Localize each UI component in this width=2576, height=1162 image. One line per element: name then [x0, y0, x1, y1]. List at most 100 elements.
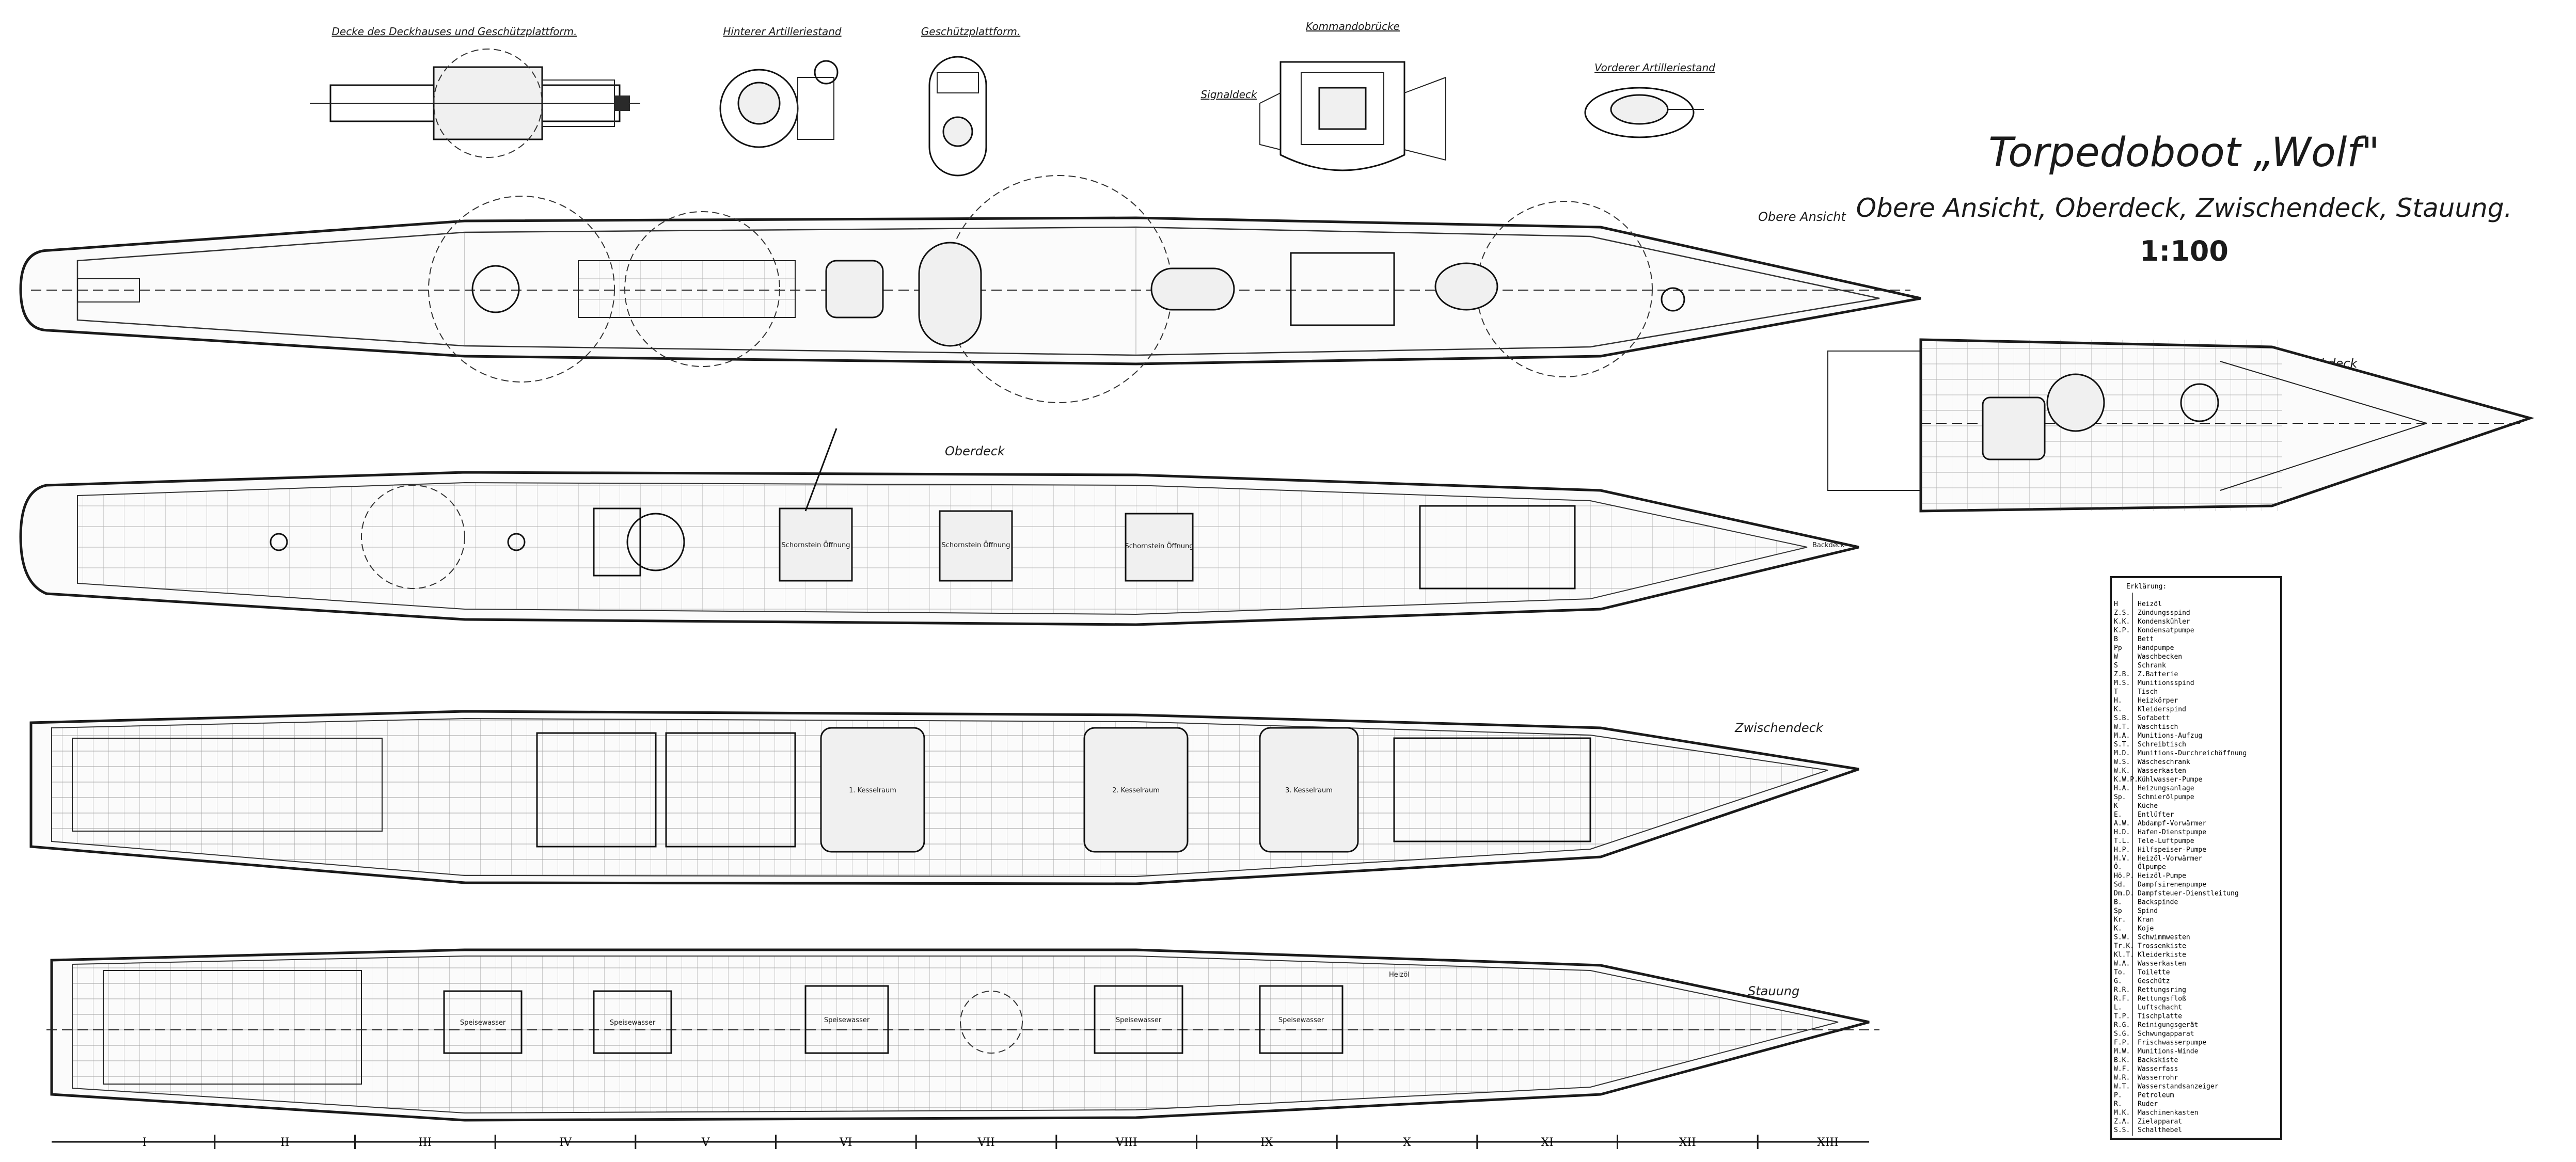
view-label-upper: Oberdeck [945, 444, 1005, 458]
legend-key: Tr.K. [2114, 943, 2134, 950]
section-mark: XI [1541, 1136, 1554, 1149]
detail-gun-platform: Geschützplattform. [921, 25, 1020, 177]
legend-value: Wasserstandsanzeiger [2138, 1083, 2219, 1090]
legend-value: Munitionsspind [2138, 679, 2194, 687]
legend-value: Munitions-Winde [2138, 1047, 2199, 1055]
legend-key: K [2114, 802, 2118, 810]
legend-key: T.L. [2114, 837, 2130, 845]
room-funnel-3: Schornstein Öffnung [1125, 542, 1194, 550]
legend-value: Ruder [2138, 1100, 2158, 1108]
legend-value: Wasserrohr [2138, 1074, 2178, 1081]
legend-value: Tisch [2138, 688, 2158, 696]
legend-value: Kran [2138, 916, 2154, 924]
detail-label-fwd-gun: Vorderer Artilleriestand [1594, 61, 1715, 74]
detail-label-signal-deck: Signaldeck [1200, 88, 1257, 101]
legend-value: Munitions-Aufzug [2138, 732, 2202, 740]
legend-key: K. [2114, 706, 2122, 713]
legend-key: S.W. [2114, 934, 2130, 942]
legend-value: Zündungsspind [2138, 609, 2190, 617]
section-mark: VI [839, 1136, 852, 1149]
detail-label-gun-platform: Geschützplattform. [921, 25, 1020, 38]
legend-value: Schrank [2138, 662, 2166, 670]
legend-value: Handpumpe [2138, 644, 2174, 652]
legend-key: M.A. [2114, 732, 2130, 740]
legend-key: Z.B. [2114, 671, 2130, 678]
legend-key: M.W. [2114, 1047, 2130, 1055]
room-feedwater-5: Speisewasser [1278, 1016, 1324, 1024]
detail-label-aft-gun: Hinterer Artilleriestand [723, 25, 842, 38]
section-mark: VIII [1115, 1136, 1137, 1149]
section-mark: III [418, 1136, 432, 1149]
legend-key: W.F. [2114, 1065, 2130, 1073]
detail-label-bridge: Kommandobrücke [1306, 20, 1400, 33]
legend-value: Tele-Luftpumpe [2138, 837, 2194, 845]
legend-key: T [2114, 688, 2118, 696]
legend-key: B. [2114, 899, 2122, 906]
legend-key: Ö. [2114, 863, 2122, 871]
room-feedwater-1: Speisewasser [460, 1019, 506, 1027]
legend-value: Tischplatte [2138, 1013, 2182, 1021]
view-label-between: Zwischendeck [1734, 721, 1824, 735]
legend-value: Hafen-Dienstpumpe [2138, 829, 2206, 836]
legend-key: B [2114, 635, 2118, 643]
room-boiler-2: 2. Kesselraum [1112, 787, 1160, 794]
legend-key: H.D. [2114, 829, 2130, 836]
legend-value: Dampfsirenenpumpe [2138, 881, 2206, 889]
legend-value: Wäscheschrank [2138, 758, 2190, 766]
view-label-top: Obere Ansicht [1758, 210, 1846, 224]
plan-scale: 1:100 [2140, 235, 2229, 267]
legend-value: Kleiderkiste [2138, 951, 2186, 959]
room-fuel-oil: Heizöl [1389, 971, 1410, 979]
legend-value: Ölpumpe [2138, 863, 2166, 871]
plan-title: Torpedoboot „Wolf" [1988, 130, 2379, 176]
legend-key: H [2114, 600, 2118, 608]
legend-key: W.A. [2114, 960, 2130, 968]
legend-value: Trossenkiste [2138, 943, 2186, 950]
legend-value: Schreibtisch [2138, 741, 2186, 749]
legend-key: R.F. [2114, 995, 2130, 1003]
legend-value: Bett [2138, 635, 2154, 643]
legend-value: Heizöl-Pumpe [2138, 872, 2186, 880]
legend-value: Heizungsanlage [2138, 785, 2194, 792]
legend-key: S [2114, 662, 2118, 670]
legend-key: R. [2114, 1100, 2122, 1108]
view-label-hold: Stauung [1748, 984, 1799, 998]
legend-key: L. [2114, 1004, 2122, 1012]
title-block: Torpedoboot „Wolf" Obere Ansicht, Oberde… [1856, 130, 2512, 267]
legend-key: W.T. [2114, 1083, 2130, 1090]
legend-key: Kr. [2114, 916, 2126, 924]
section-mark: IV [559, 1136, 573, 1149]
room-boiler-1: 1. Kesselraum [849, 787, 896, 794]
section-mark: I [143, 1136, 147, 1149]
section-mark: XII [1679, 1136, 1696, 1149]
legend-key: K.K. [2114, 618, 2130, 626]
detail-label-deckhouse: Decke des Deckhauses und Geschützplattfo… [332, 25, 577, 38]
legend-value: Schwungapparat [2138, 1030, 2194, 1038]
legend-value: Wasserkasten [2138, 960, 2186, 968]
legend-value: Rettungsring [2138, 986, 2186, 994]
legend-key: Pp [2114, 644, 2122, 652]
section-mark: II [280, 1136, 289, 1149]
legend-key: To. [2114, 969, 2126, 977]
legend-key: T.P. [2114, 1013, 2130, 1021]
legend-value: Zielapparat [2138, 1118, 2182, 1125]
legend-value: Petroleum [2138, 1091, 2174, 1099]
legend-value: Wasserkasten [2138, 767, 2186, 775]
legend-value: Spind [2138, 908, 2158, 915]
legend-key: W [2114, 653, 2118, 661]
legend-key: Z.A. [2114, 1118, 2130, 1125]
legend-key: A.W. [2114, 820, 2130, 827]
legend-key: W.S. [2114, 758, 2130, 766]
section-mark: XIII [1817, 1136, 1839, 1149]
legend-key: S.S. [2114, 1126, 2130, 1134]
legend-value: Schalthebel [2138, 1126, 2182, 1134]
view-top: Obere Ansicht [19, 175, 1921, 403]
detail-fwd-gun: Vorderer Artilleriestand [1584, 61, 1715, 138]
legend-key: W.T. [2114, 723, 2130, 731]
legend-key: R.R. [2114, 986, 2130, 994]
legend-value: Wasserfass [2138, 1065, 2178, 1073]
room-funnel-1: Schornstein Öffnung [782, 540, 850, 549]
legend-key: Sp [2114, 908, 2122, 915]
legend-value: Reinigungsgerät [2138, 1021, 2198, 1029]
